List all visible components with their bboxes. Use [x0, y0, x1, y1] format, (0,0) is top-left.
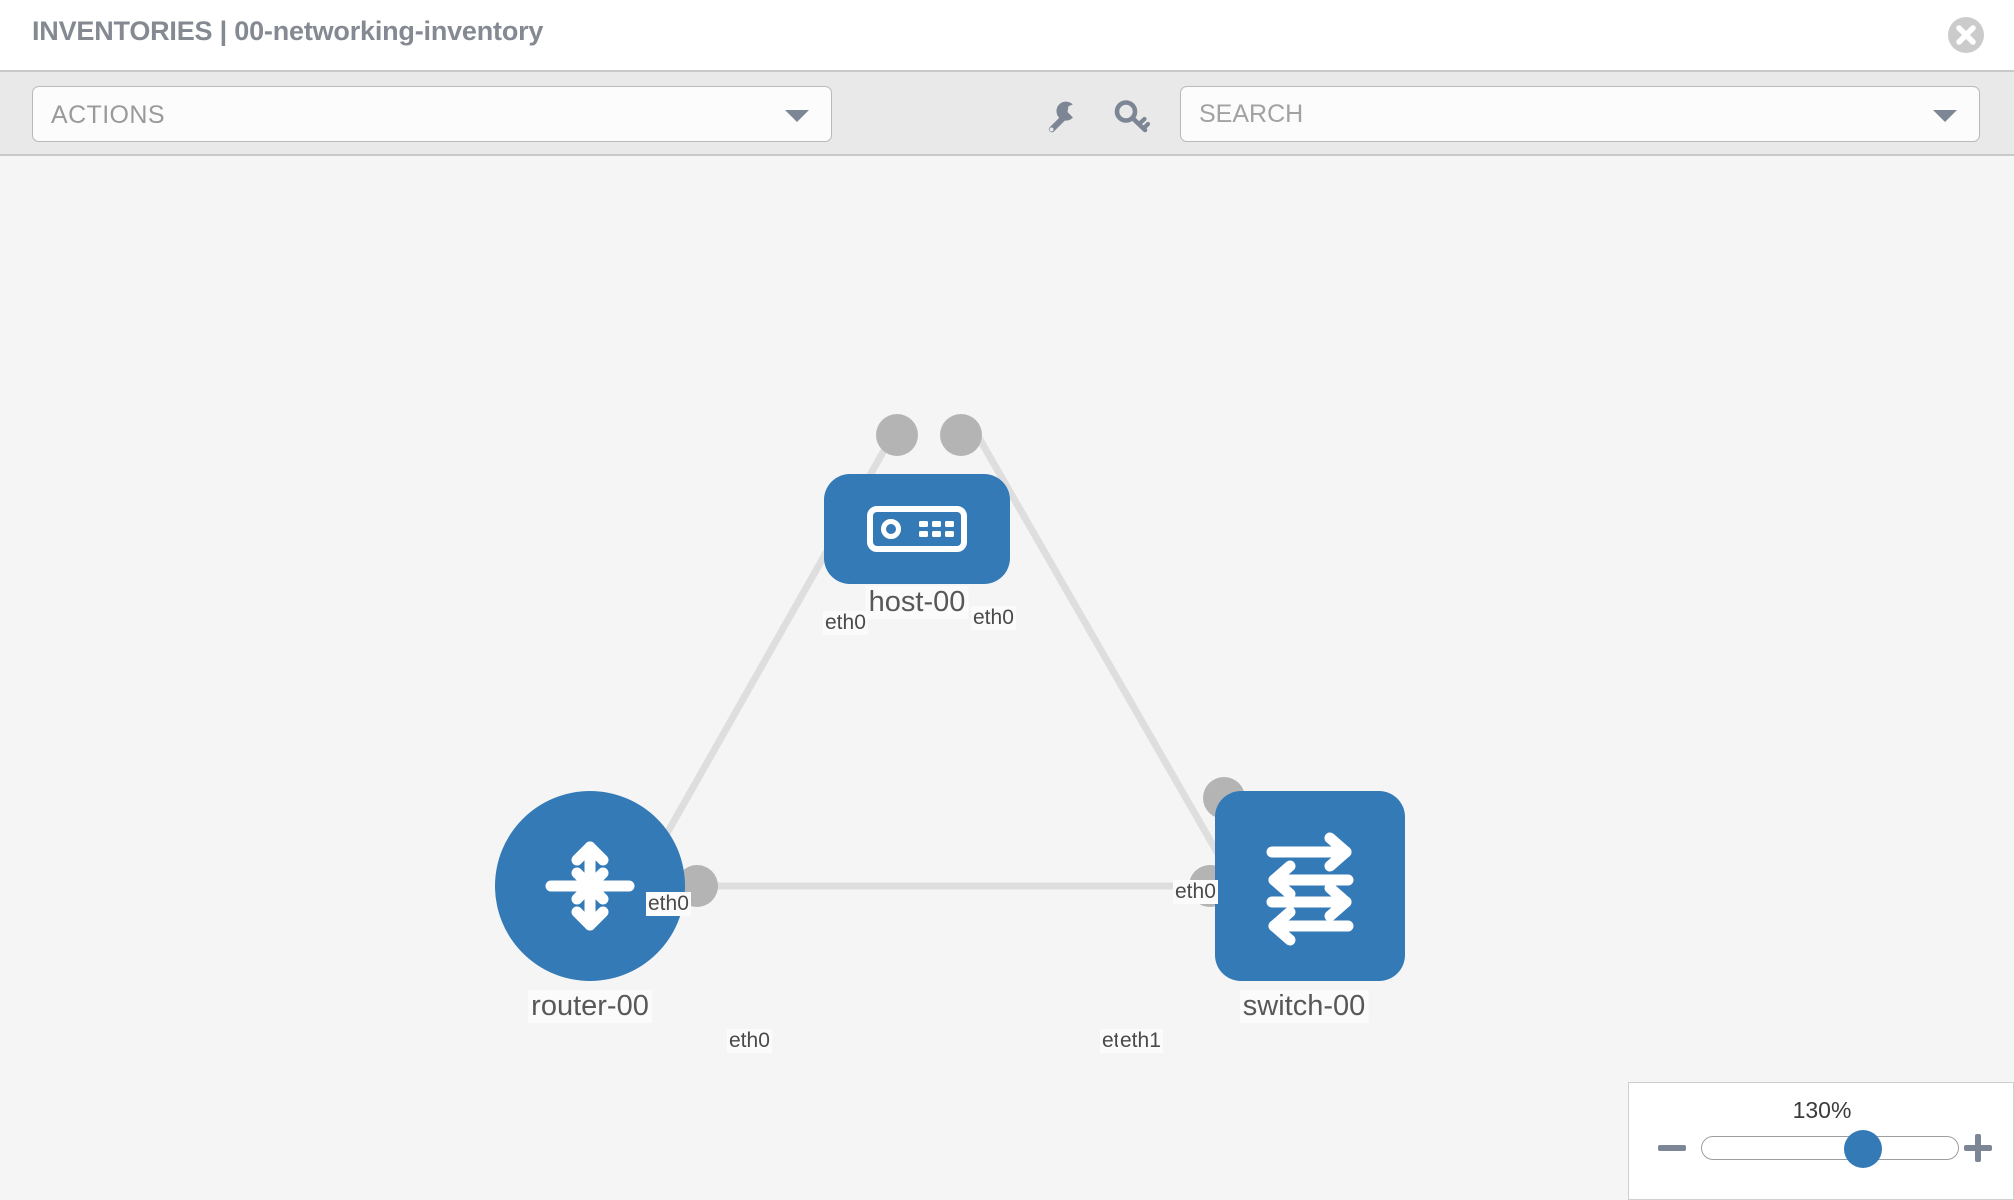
zoom-control-panel: 130%: [1628, 1082, 2014, 1200]
actions-dropdown-label: ACTIONS: [51, 101, 165, 129]
page-title: INVENTORIES | 00-networking-inventory: [32, 16, 544, 46]
switch-arrows-icon: [1215, 791, 1405, 981]
port-label: eth0: [971, 606, 1016, 630]
zoom-out-button[interactable]: [1655, 1131, 1689, 1165]
node-label-router-00: router-00: [528, 990, 652, 1023]
node-label-switch-00: switch-00: [1239, 990, 1369, 1023]
zoom-level-value: 130%: [1792, 1097, 1852, 1123]
wrench-icon: [1048, 101, 1073, 133]
node-router-00[interactable]: [495, 791, 685, 981]
topology-canvas[interactable]: host-00 router: [0, 156, 2014, 1200]
search-input[interactable]: [1199, 87, 1919, 141]
page-header: INVENTORIES | 00-networking-inventory: [0, 0, 2014, 70]
four-way-arrows-icon: [495, 791, 685, 981]
node-switch-00[interactable]: [1215, 791, 1405, 981]
plus-icon: [1964, 1134, 1992, 1162]
port-connector[interactable]: [876, 414, 918, 456]
zoom-in-button[interactable]: [1961, 1131, 1995, 1165]
zoom-slider-thumb[interactable]: [1844, 1130, 1882, 1168]
chevron-down-icon: [785, 110, 809, 122]
minus-icon: [1658, 1145, 1686, 1151]
wrench-button[interactable]: [1040, 94, 1084, 138]
port-connector[interactable]: [940, 414, 982, 456]
port-label: eth0: [727, 1029, 772, 1053]
port-label: eth0: [823, 611, 868, 635]
zoom-slider[interactable]: [1701, 1130, 1959, 1168]
node-label-host-00: host-00: [865, 586, 969, 619]
actions-dropdown[interactable]: ACTIONS: [32, 86, 832, 142]
close-icon: [1956, 25, 1976, 45]
close-button[interactable]: [1948, 17, 1984, 53]
toolbar: ACTIONS: [0, 70, 2014, 156]
port-label: eth0: [1173, 880, 1218, 904]
server-device-icon: [824, 474, 1010, 584]
key-icon: [1114, 100, 1151, 133]
key-button[interactable]: [1110, 94, 1154, 138]
search-field[interactable]: [1180, 86, 1980, 142]
port-label: eth1: [1118, 1029, 1163, 1053]
node-host-00[interactable]: [824, 474, 1010, 584]
link-host00-switch00[interactable]: [971, 429, 1229, 868]
chevron-down-icon: [1933, 110, 1957, 122]
port-label: eth0: [646, 892, 691, 916]
topology-links: [636, 429, 1229, 890]
